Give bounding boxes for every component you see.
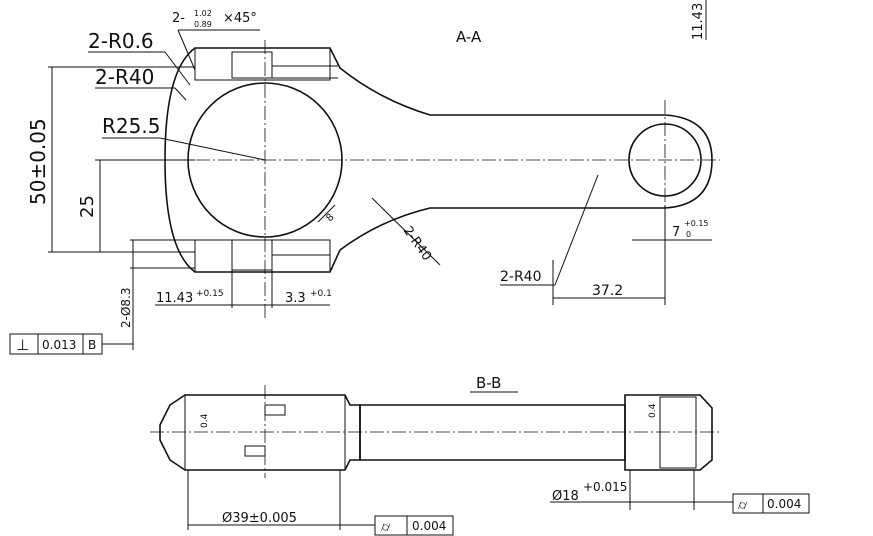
bolt-hole-bottom: [194, 239, 331, 273]
dim-25: 25: [77, 195, 98, 218]
section-view-a-a: 50±0.05 25 2- 1.02 0.89 ×45° 2-R0.6 2-R4…: [9, 0, 720, 355]
dim-w1143-tol: +0.15: [196, 289, 224, 299]
dim-chamfer-lower: 0.89: [194, 20, 212, 29]
dim-r04-left: 0.4: [200, 413, 210, 428]
dim-chamfer-suffix: ×45°: [223, 11, 257, 26]
dim-chamfer-upper: 1.02: [194, 9, 212, 18]
dim-top-right-1143: 11.43: [691, 3, 706, 40]
dim-r40-top: 2-R40: [95, 65, 154, 89]
tolerance-frame-cylindricity-right: ⌭ 0.004: [732, 493, 810, 514]
bolt-hole-top: [194, 47, 331, 81]
perpendicularity-symbol: ⊥: [16, 336, 29, 354]
web-section: [359, 404, 626, 461]
tolerance-frame-perpendicularity: ⊥ 0.013 B: [9, 333, 133, 355]
dim-7-upper: +0.15: [684, 219, 709, 228]
dim-7-lower: 0: [686, 230, 691, 239]
cylindricity-right-value: 0.004: [767, 497, 801, 511]
dim-r06: 2-R0.6: [88, 29, 154, 53]
section-label-b-b: B-B: [476, 374, 501, 392]
dim-r8: 8: [324, 212, 336, 224]
dim-d83: 2-Ø8.3: [119, 288, 133, 329]
perpendicularity-value: 0.013: [42, 338, 76, 352]
dim-d18: Ø18: [552, 489, 579, 504]
dim-r255: R25.5: [102, 114, 160, 138]
small-end-profile: [624, 394, 713, 471]
dim-w33-tol: +0.1: [310, 289, 332, 299]
big-end-profile: [159, 394, 361, 471]
dim-r40-low: 2-R40: [500, 269, 542, 285]
dim-w1143: 11.43: [156, 291, 193, 306]
perpendicularity-datum: B: [88, 338, 96, 352]
dim-height-50: 50±0.05: [26, 118, 50, 205]
dim-w33: 3.3: [285, 291, 306, 306]
cylindricity-right-symbol: ⌭: [738, 498, 748, 513]
dim-d18-tol: +0.015: [583, 480, 627, 494]
cylindricity-left-value: 0.004: [412, 519, 446, 533]
section-view-b-b: B-B 0.4 0.4 Ø39±0.005 ⌭ 0.004: [150, 374, 810, 536]
dim-r04-right: 0.4: [648, 403, 658, 418]
dim-7: 7: [672, 225, 680, 240]
section-label-a-a: A-A: [456, 28, 482, 46]
dim-37-2: 37.2: [592, 283, 623, 299]
dim-chamfer-prefix: 2-: [172, 11, 185, 26]
tolerance-frame-cylindricity-left: ⌭ 0.004: [374, 515, 454, 536]
dim-d39: Ø39±0.005: [222, 511, 297, 526]
cylindricity-left-symbol: ⌭: [381, 520, 391, 535]
dim-r40-mid: 2-R40: [400, 224, 434, 264]
